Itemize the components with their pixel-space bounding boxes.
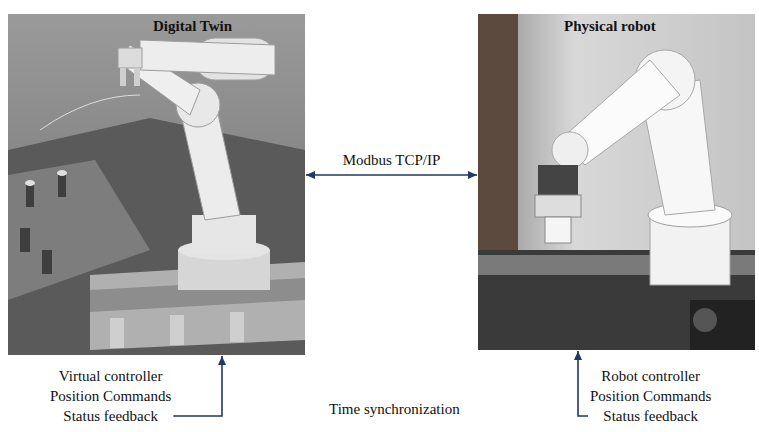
digital-twin-render bbox=[8, 14, 305, 355]
physical-robot-panel: Physical robot bbox=[478, 14, 755, 350]
digital-twin-panel: Digital Twin bbox=[8, 14, 305, 355]
note-label: Time synchronization bbox=[326, 401, 463, 418]
text-line: Position Commands bbox=[590, 386, 711, 406]
modbus-link bbox=[306, 174, 477, 176]
physical-robot-photo bbox=[478, 14, 755, 350]
panel-title: Physical robot bbox=[564, 18, 755, 35]
sync-arrow bbox=[578, 351, 588, 416]
sync-arrow bbox=[173, 356, 222, 416]
text-line: Robot controller bbox=[590, 366, 711, 386]
text-line: Status feedback bbox=[50, 406, 171, 426]
controller-text: Virtual controllerPosition CommandsStatu… bbox=[50, 366, 171, 426]
text-line: Position Commands bbox=[50, 386, 171, 406]
controller-text: Robot controllerPosition CommandsStatus … bbox=[590, 366, 711, 426]
edge-label: Modbus TCP/IP bbox=[340, 152, 444, 169]
panel-title: Digital Twin bbox=[153, 18, 305, 35]
text-line: Virtual controller bbox=[50, 366, 171, 386]
text-line: Status feedback bbox=[590, 406, 711, 426]
